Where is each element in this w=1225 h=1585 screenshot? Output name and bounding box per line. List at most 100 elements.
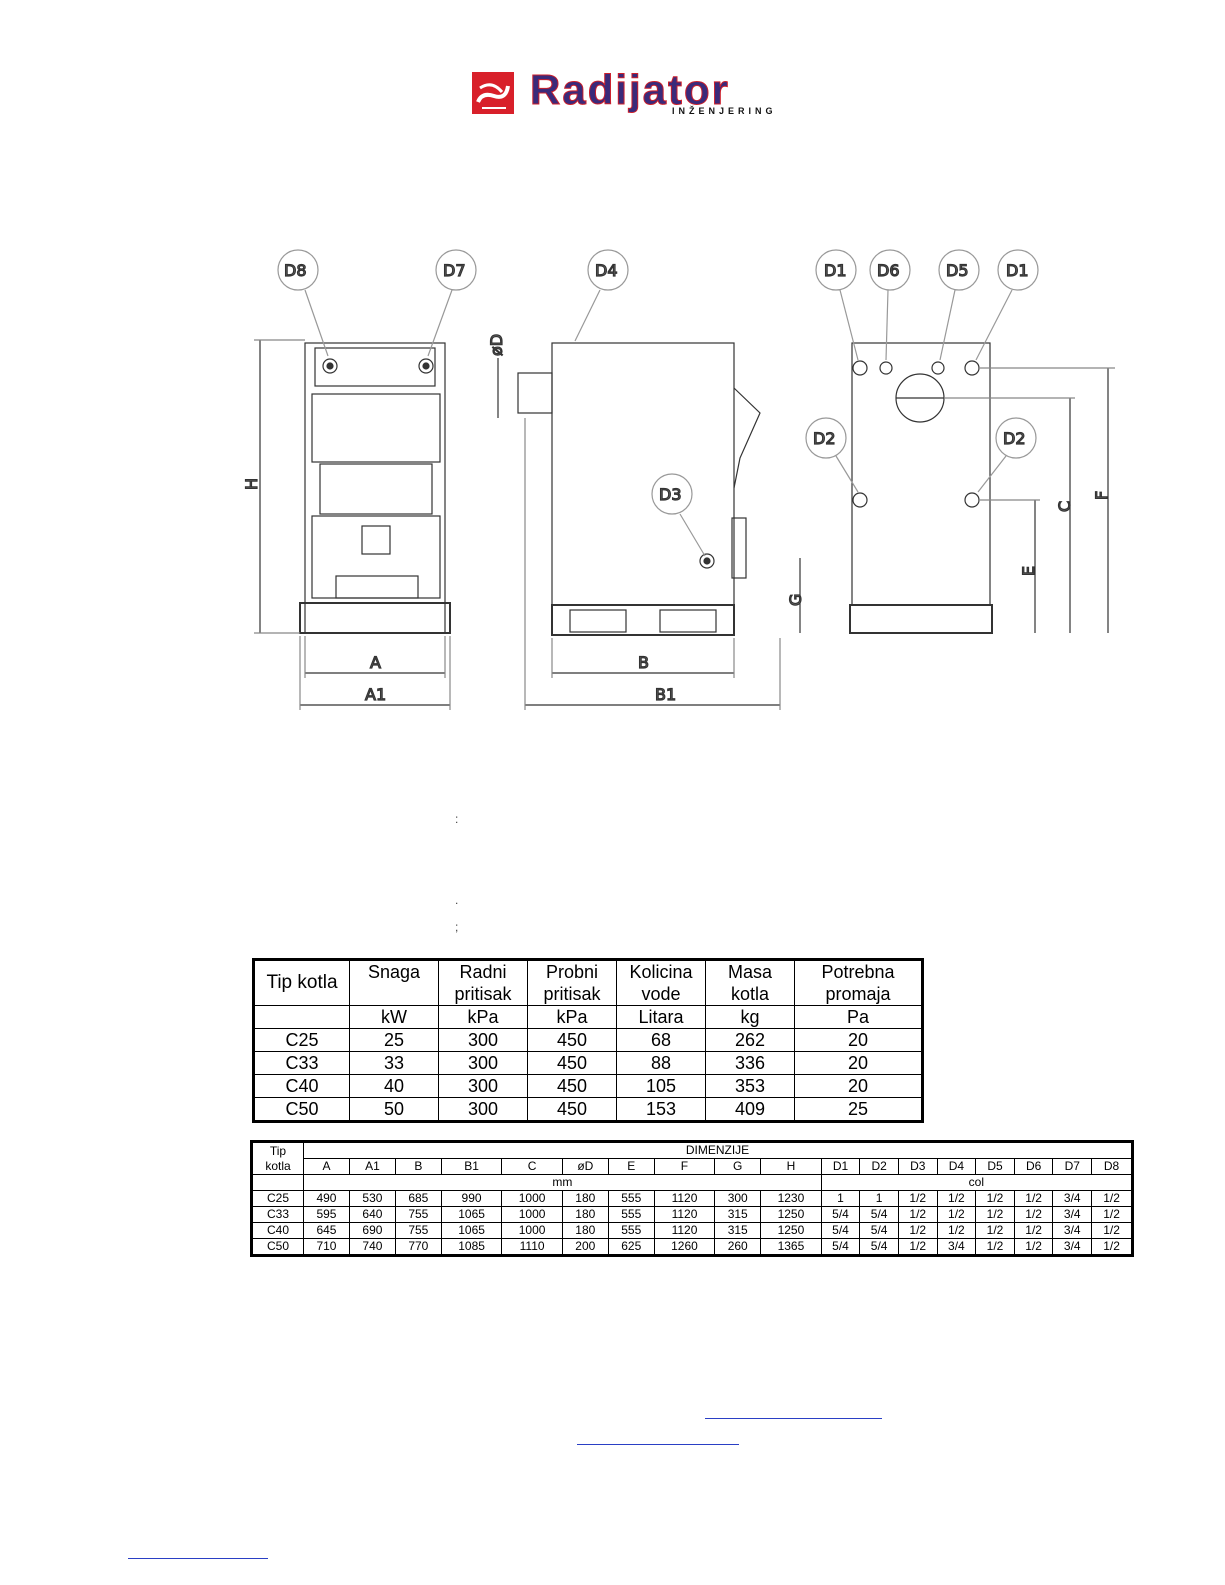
table-cell: 1/2 bbox=[936, 1206, 977, 1223]
table-header-cell: Snaga bbox=[349, 959, 439, 1006]
table-row: C40 40 300 450 105 353 20 bbox=[253, 1074, 923, 1098]
table-cell: 68 bbox=[616, 1028, 706, 1052]
table-header-cell: D2 bbox=[859, 1158, 899, 1175]
table-header-cell: D3 bbox=[897, 1158, 938, 1175]
table-header-cell: F bbox=[653, 1158, 716, 1175]
table-cell: 300 bbox=[438, 1051, 528, 1075]
svg-text:D2: D2 bbox=[1003, 429, 1026, 448]
table-unit-cell: Litara bbox=[616, 1005, 706, 1029]
svg-text:øD: øD bbox=[487, 334, 506, 356]
table-cell: 1065 bbox=[440, 1222, 503, 1239]
table-cell: 262 bbox=[705, 1028, 795, 1052]
table-header-cell: D6 bbox=[1013, 1158, 1054, 1175]
table-cell: 1/2 bbox=[975, 1238, 1015, 1256]
table-cell: 5/4 bbox=[859, 1238, 899, 1256]
table-cell: 409 bbox=[705, 1097, 795, 1122]
stray-mark: . bbox=[455, 893, 459, 907]
table-cell: 50 bbox=[349, 1097, 439, 1122]
table-header-cell: A bbox=[303, 1158, 350, 1175]
table-cell: 1/2 bbox=[897, 1190, 938, 1207]
table-header-cell: D1 bbox=[820, 1158, 861, 1175]
table-cell: 1230 bbox=[760, 1190, 822, 1207]
stray-mark: : bbox=[455, 812, 459, 826]
table-cell: 353 bbox=[705, 1074, 795, 1098]
table-cell: 1/2 bbox=[897, 1238, 938, 1256]
table-unit-cell: col bbox=[820, 1174, 1134, 1191]
table-cell: 1/2 bbox=[1013, 1222, 1054, 1239]
table-cell: 490 bbox=[303, 1190, 350, 1207]
table-row: C33 33 300 450 88 336 20 bbox=[253, 1051, 923, 1075]
table-header-cell: D8 bbox=[1091, 1158, 1133, 1175]
svg-text:A: A bbox=[370, 653, 381, 672]
table-cell: 450 bbox=[527, 1097, 617, 1122]
table-cell: 690 bbox=[348, 1222, 396, 1239]
table-cell: C33 bbox=[251, 1206, 304, 1223]
table-cell: 530 bbox=[348, 1190, 396, 1207]
table-header-cell: C bbox=[501, 1158, 563, 1175]
table-cell: 33 bbox=[349, 1051, 439, 1075]
table-cell: 710 bbox=[303, 1238, 350, 1256]
website-link-underline[interactable] bbox=[577, 1444, 739, 1445]
svg-text:D7: D7 bbox=[443, 261, 466, 280]
table-cell: 3/4 bbox=[1052, 1190, 1093, 1207]
svg-text:C: C bbox=[1055, 501, 1074, 512]
company-logo: Radijator INŽENJERING bbox=[472, 66, 802, 118]
svg-text:D6: D6 bbox=[877, 261, 900, 280]
table-cell: 1/2 bbox=[975, 1206, 1015, 1223]
table-unit-cell: Pa bbox=[794, 1005, 923, 1029]
table-header-cell: D4 bbox=[936, 1158, 977, 1175]
table-cell: 1365 bbox=[760, 1238, 822, 1256]
table-cell: 180 bbox=[561, 1190, 609, 1207]
table-cell: 555 bbox=[607, 1190, 655, 1207]
table-cell: C25 bbox=[253, 1028, 350, 1052]
svg-text:D1: D1 bbox=[1006, 261, 1029, 280]
table-cell: 740 bbox=[348, 1238, 396, 1256]
table-header-cell: D5 bbox=[975, 1158, 1015, 1175]
table-header-cell: B1 bbox=[440, 1158, 503, 1175]
table-cell: 25 bbox=[349, 1028, 439, 1052]
table-cell: 450 bbox=[527, 1051, 617, 1075]
table-cell: 3/4 bbox=[1052, 1206, 1093, 1223]
table-unit-cell: kW bbox=[349, 1005, 439, 1029]
footer-link-underline[interactable] bbox=[128, 1558, 268, 1559]
table-cell: 153 bbox=[616, 1097, 706, 1122]
table-cell: 755 bbox=[394, 1206, 442, 1223]
table-cell: 1/2 bbox=[897, 1222, 938, 1239]
table-unit-cell: mm bbox=[303, 1174, 822, 1191]
table-cell: 450 bbox=[527, 1028, 617, 1052]
table-cell: 315 bbox=[714, 1206, 762, 1223]
table-cell: 1000 bbox=[501, 1206, 563, 1223]
email-link-underline[interactable] bbox=[705, 1418, 882, 1419]
table-header-cell: øD bbox=[561, 1158, 609, 1175]
table-cell: 88 bbox=[616, 1051, 706, 1075]
svg-text:H: H bbox=[242, 478, 261, 490]
table-cell: 20 bbox=[794, 1074, 923, 1098]
table-cell: 595 bbox=[303, 1206, 350, 1223]
boiler-technical-drawing: H A A1 D8 D7 bbox=[240, 248, 1120, 718]
table-cell: 640 bbox=[348, 1206, 396, 1223]
svg-text:E: E bbox=[1019, 566, 1038, 576]
table-cell: 990 bbox=[440, 1190, 503, 1207]
table-cell: 1/2 bbox=[936, 1222, 977, 1239]
table-cell: 260 bbox=[714, 1238, 762, 1256]
table-cell: 1250 bbox=[760, 1206, 822, 1223]
svg-text:D1: D1 bbox=[824, 261, 847, 280]
table-cell: 336 bbox=[705, 1051, 795, 1075]
table-cell bbox=[251, 1174, 304, 1191]
table-cell: 1085 bbox=[440, 1238, 503, 1256]
table-cell: 3/4 bbox=[936, 1238, 977, 1256]
table-cell: 1/2 bbox=[1091, 1222, 1133, 1239]
table-cell: 1000 bbox=[501, 1190, 563, 1207]
table-cell: 180 bbox=[561, 1222, 609, 1239]
logo-subtitle: INŽENJERING bbox=[672, 106, 777, 116]
